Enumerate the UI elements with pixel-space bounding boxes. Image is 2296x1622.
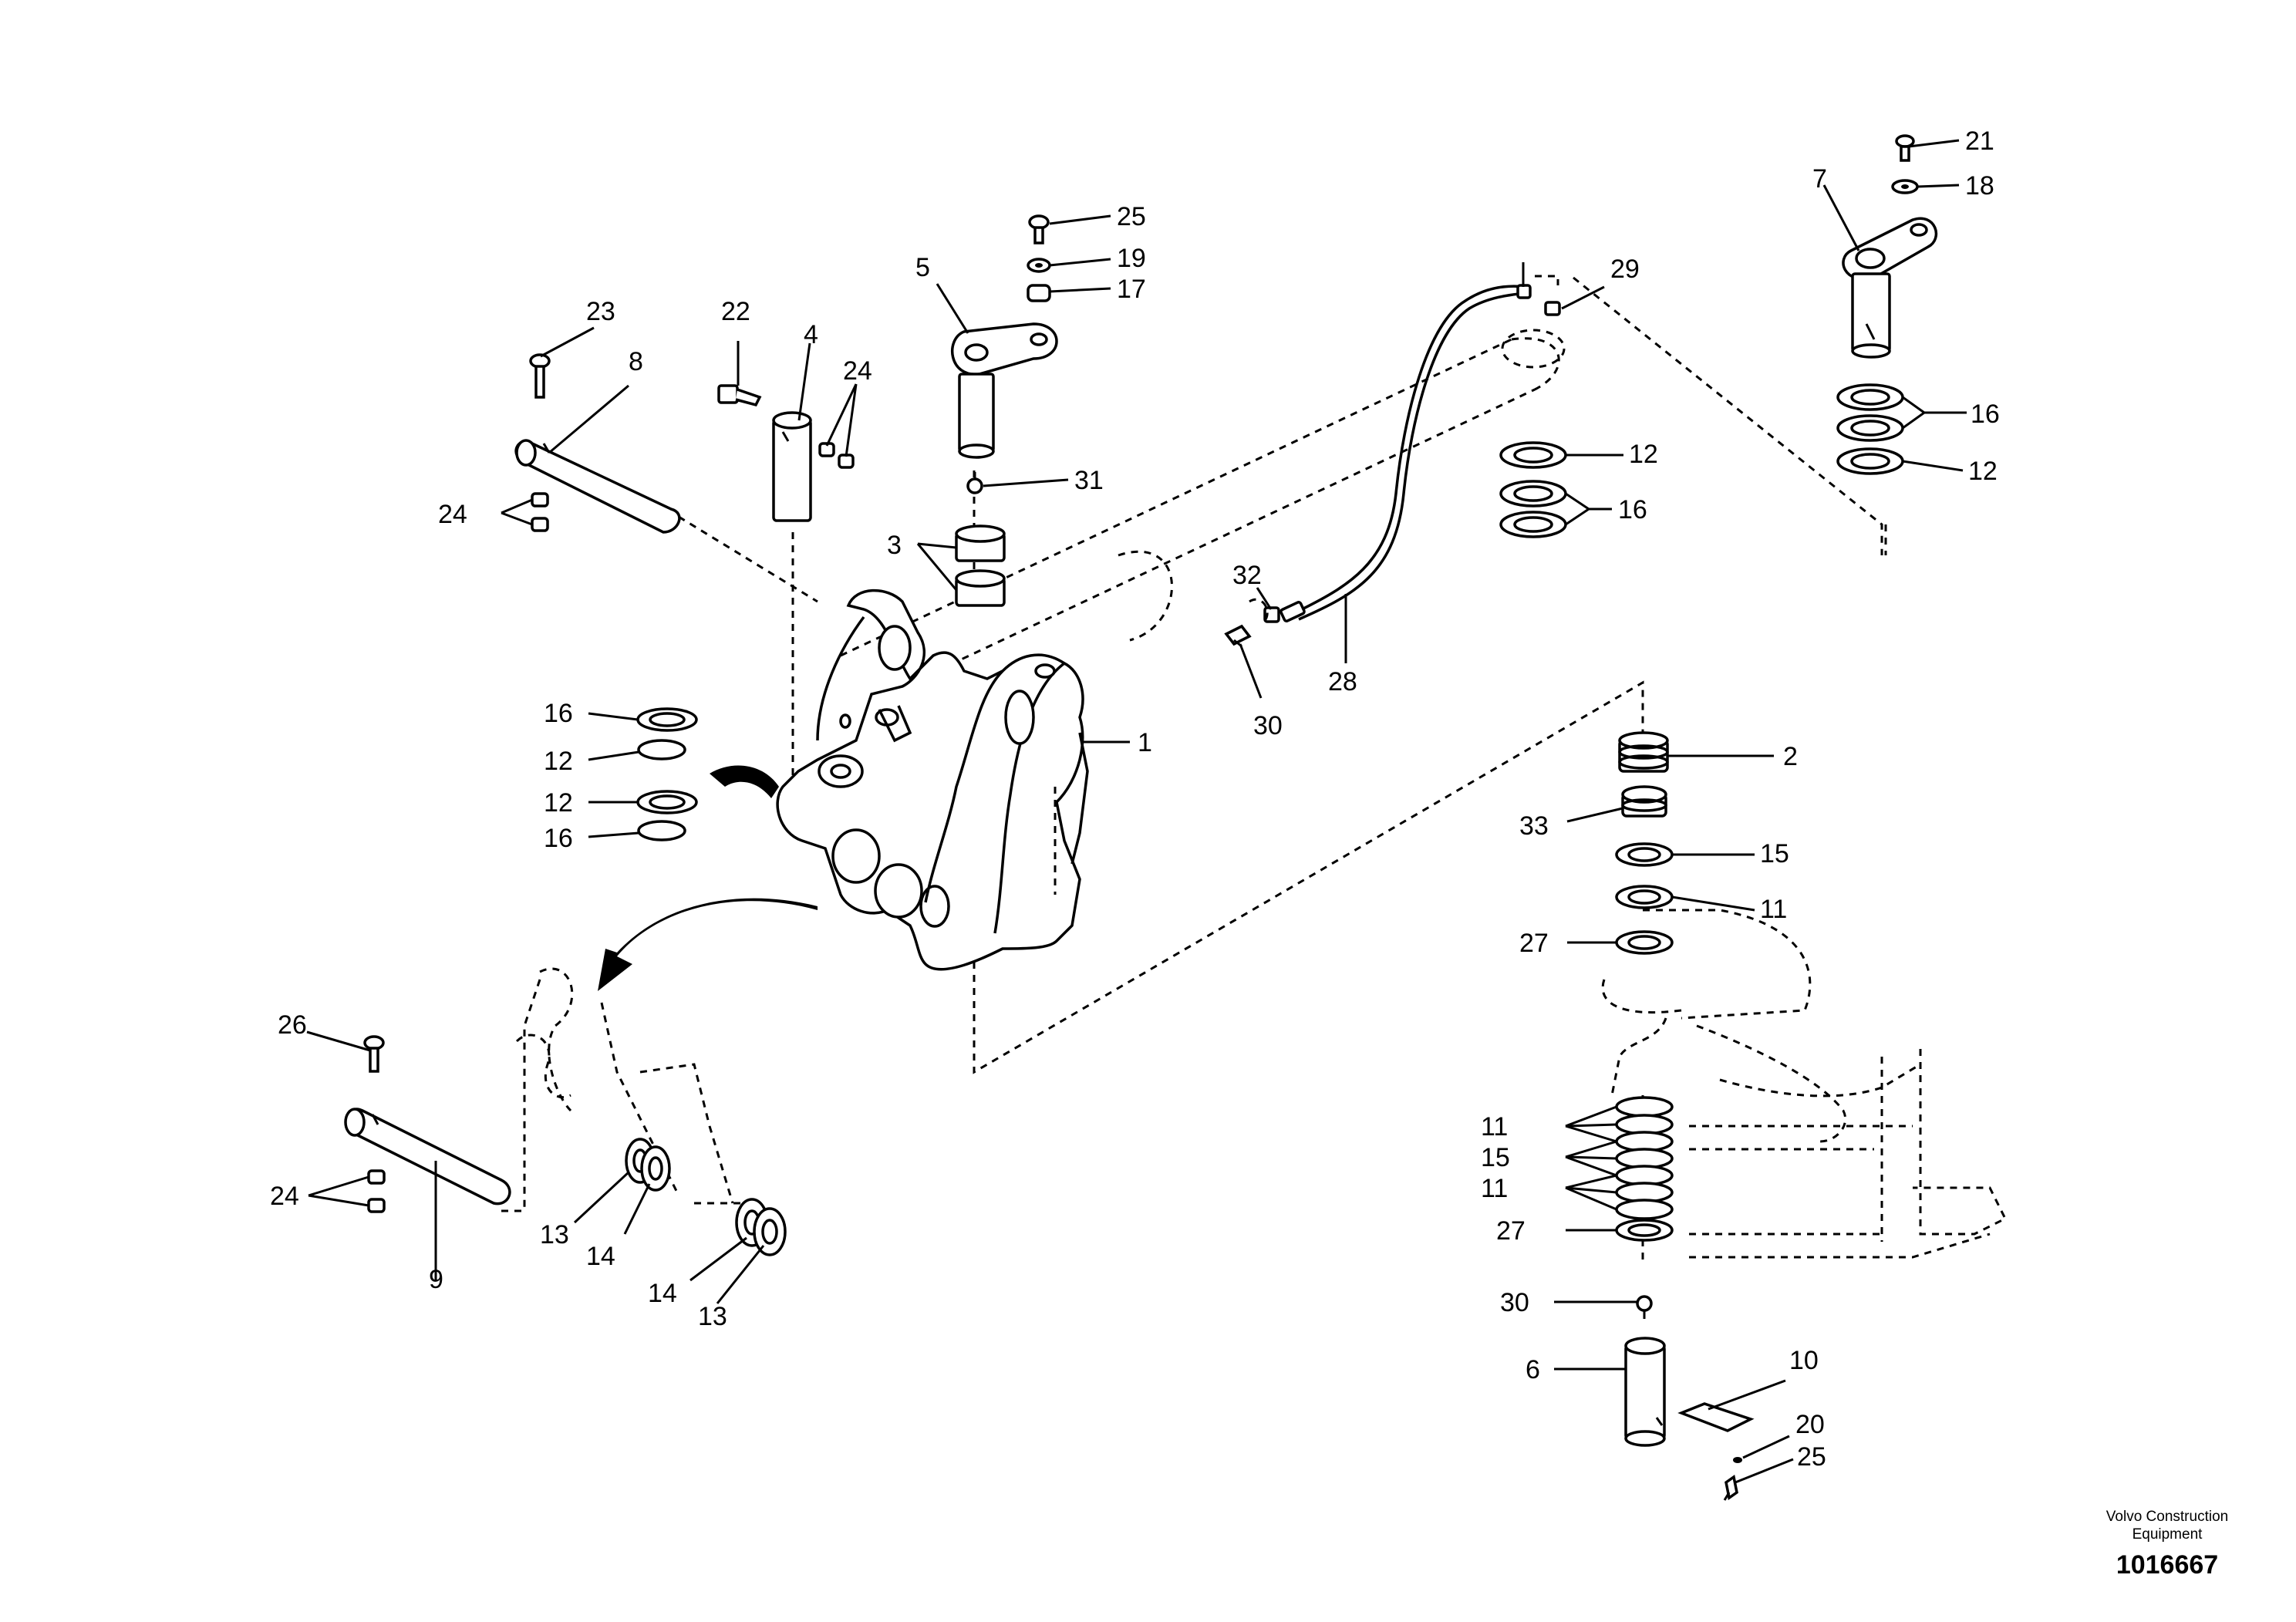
callout-6: 6 (1526, 1355, 1540, 1384)
pin-4-icon (772, 411, 812, 522)
callout-15a: 15 (1760, 839, 1789, 868)
fitting-29-icon (1544, 301, 1561, 316)
callout-8: 8 (629, 347, 643, 376)
callout-11c: 11 (1481, 1174, 1508, 1203)
leader-lines (306, 139, 1967, 1484)
callout-14a: 14 (586, 1242, 615, 1271)
callout-12d: 12 (1968, 457, 1998, 486)
callout-12c: 12 (1629, 440, 1658, 469)
hose-28-icon (1279, 262, 1532, 622)
fitting-32-icon (1224, 599, 1280, 648)
callout-16c: 16 (1618, 495, 1647, 524)
callout-3: 3 (887, 531, 902, 560)
bolt-23-icon (529, 353, 551, 399)
callout-17: 17 (1117, 275, 1146, 304)
callout-16b: 16 (544, 824, 573, 853)
nuts-24c-icon (367, 1169, 386, 1213)
pin-9-icon (344, 1108, 511, 1206)
callout-numbers: 1 2 3 4 5 6 7 8 9 10 11 11 11 12 12 12 1… (270, 126, 2000, 1472)
callout-26: 26 (278, 1010, 307, 1040)
washers-right-upper-icon (1499, 441, 1567, 538)
callout-11a: 11 (1760, 895, 1787, 924)
callout-33: 33 (1519, 811, 1549, 841)
nuts-24-icon (531, 492, 549, 532)
bolt-22-icon (717, 384, 762, 407)
callout-16a: 16 (544, 699, 573, 728)
callout-16d: 16 (1971, 400, 2000, 429)
callout-5: 5 (915, 253, 930, 282)
callout-25b: 25 (1797, 1442, 1826, 1472)
callout-27a: 27 (1519, 929, 1549, 958)
footer: Volvo Construction Equipment 1016667 (2106, 1509, 2228, 1580)
quick-coupler-bracket (776, 588, 1089, 971)
callout-19: 19 (1117, 244, 1146, 273)
nuts-24b-icon (818, 442, 855, 469)
callout-11b: 11 (1481, 1112, 1508, 1141)
callout-23: 23 (586, 297, 615, 326)
callout-13b: 13 (698, 1302, 727, 1331)
nipple-31-icon (966, 472, 983, 494)
bushing-2-icon (1615, 731, 1674, 955)
callout-1: 1 (1138, 728, 1152, 757)
assembly-dashed-lines (501, 275, 2008, 1265)
plate-10-icon (1677, 1402, 1755, 1432)
callout-24c: 24 (270, 1182, 299, 1211)
callout-12a: 12 (544, 747, 573, 776)
nipple-30-icon (1636, 1295, 1653, 1319)
pin-6-icon (1624, 1337, 1666, 1447)
bushings-3-icon (955, 524, 1006, 607)
washers-right-top-icon (1836, 383, 1904, 475)
pin-7-icon (1842, 217, 1937, 359)
bolt-25b-icon (1723, 1457, 1742, 1501)
bolt-26-icon (363, 1035, 385, 1073)
callout-7: 7 (1812, 164, 1827, 194)
direction-arrows (598, 765, 818, 991)
pin-5-icon (951, 322, 1058, 459)
callout-25a: 25 (1117, 202, 1146, 231)
callout-20: 20 (1795, 1410, 1825, 1439)
document-number: 1016667 (2116, 1550, 2218, 1580)
brand-line-1: Volvo Construction (2106, 1509, 2228, 1525)
callout-30a: 30 (1253, 711, 1283, 740)
callout-13a: 13 (540, 1220, 569, 1249)
washers-left-icon (636, 707, 698, 841)
callout-29: 29 (1610, 255, 1640, 284)
callout-18: 18 (1965, 171, 1994, 201)
parts (344, 134, 1937, 1501)
callout-31: 31 (1074, 466, 1104, 495)
callout-21: 21 (1965, 126, 1994, 156)
callout-12b: 12 (544, 788, 573, 818)
callout-10: 10 (1789, 1346, 1819, 1375)
callout-2: 2 (1783, 742, 1798, 771)
brand-line-2: Equipment (2132, 1526, 2203, 1543)
callout-24b: 24 (843, 356, 872, 386)
callout-27b: 27 (1496, 1216, 1526, 1246)
pin-8-icon (514, 439, 681, 534)
callout-9: 9 (429, 1265, 443, 1294)
callout-32: 32 (1232, 561, 1262, 590)
callout-30b: 30 (1500, 1288, 1529, 1317)
bushings-13-14-icon (625, 1138, 787, 1256)
callout-24a: 24 (438, 500, 467, 529)
callout-28: 28 (1328, 667, 1357, 696)
washers-lower-stack-icon (1615, 1096, 1674, 1242)
callout-22: 22 (721, 297, 750, 326)
bolt-25-icon (1027, 214, 1051, 302)
callout-14b: 14 (648, 1279, 677, 1308)
callout-15b: 15 (1481, 1143, 1510, 1172)
bolt-21-icon (1891, 134, 1919, 194)
callout-4: 4 (804, 320, 818, 349)
